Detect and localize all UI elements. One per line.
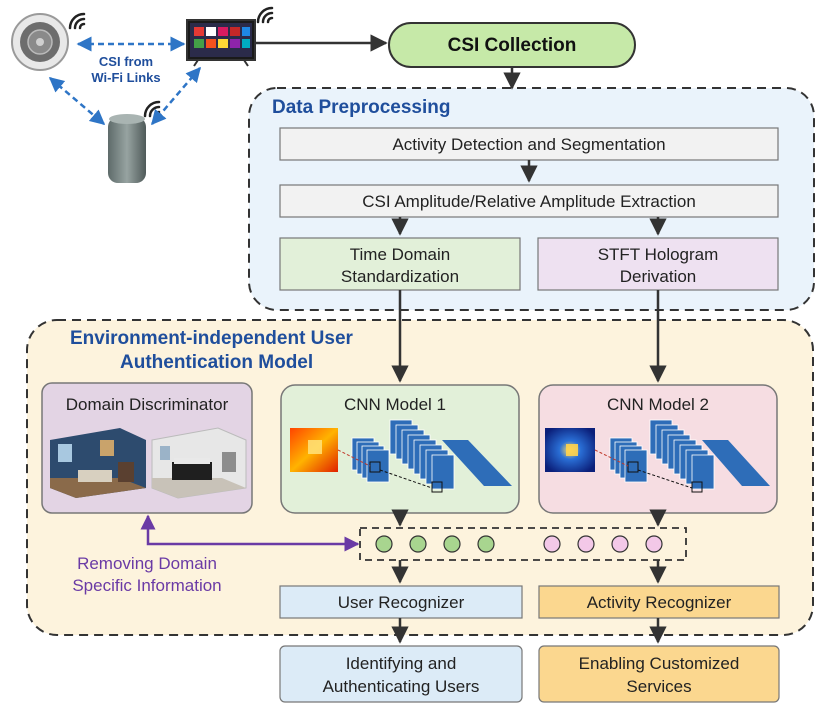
amplitude-extraction-box	[279, 184, 779, 218]
customized-services-box	[538, 645, 780, 703]
activity-feature-nodes	[543, 535, 663, 553]
csi-collection-label: CSI Collection	[448, 35, 577, 56]
cnn-2-architecture-graphic	[545, 419, 770, 493]
robot-vacuum-icon	[11, 13, 69, 71]
amplitude-extraction-label: CSI Amplitude/Relative Amplitude Extract…	[362, 192, 696, 211]
removing-domain-line2: Specific Information	[72, 576, 221, 595]
cnn-model-2-label: CNN Model 2	[607, 395, 709, 414]
smart-speaker-icon	[108, 114, 146, 183]
room-image-1	[50, 428, 146, 498]
identify-users-line1: Identifying and	[346, 654, 457, 673]
wifi-caption-line2: Wi-Fi Links	[91, 70, 160, 85]
user-recognizer-box	[279, 585, 523, 619]
identify-users-box	[279, 645, 523, 703]
activity-recognizer-label: Activity Recognizer	[587, 593, 732, 612]
stft-label-line1: STFT Hologram	[598, 245, 719, 264]
domain-discriminator-label: Domain Discriminator	[66, 395, 229, 414]
time-domain-label-line1: Time Domain	[350, 245, 450, 264]
activity-detection-box	[279, 127, 779, 161]
user-feature-nodes	[375, 535, 495, 553]
identify-users-line2: Authenticating Users	[323, 677, 480, 696]
domain-removal-arrow	[140, 514, 360, 552]
wifi-link-vacuum-speaker	[48, 77, 106, 125]
wifi-icon	[68, 12, 86, 30]
smart-tv-icon	[186, 19, 256, 67]
user-recognizer-label: User Recognizer	[338, 593, 465, 612]
cnn-model-1-label: CNN Model 1	[344, 395, 446, 414]
stft-box	[537, 237, 779, 291]
model-title-line2: Authentication Model	[120, 352, 313, 373]
activity-detection-label: Activity Detection and Segmentation	[392, 135, 665, 154]
removing-domain-line1: Removing Domain	[77, 554, 217, 573]
wifi-icon	[256, 6, 274, 24]
stft-label-line2: Derivation	[620, 267, 697, 286]
activity-recognizer-box	[538, 585, 780, 619]
room-image-2	[151, 427, 247, 499]
wifi-icon	[143, 100, 161, 118]
model-title-line1: Environment-independent User	[70, 328, 354, 349]
preprocessing-title: Data Preprocessing	[272, 97, 450, 118]
cnn-1-architecture-graphic	[290, 419, 512, 493]
time-domain-label-line2: Standardization	[341, 267, 459, 286]
wifi-link-tv-speaker	[151, 66, 201, 126]
feature-vector-box	[359, 527, 687, 561]
customized-services-line1: Enabling Customized	[579, 654, 740, 673]
time-domain-box	[279, 237, 521, 291]
customized-services-line2: Services	[626, 677, 691, 696]
wifi-caption-line1: CSI from	[99, 54, 153, 69]
